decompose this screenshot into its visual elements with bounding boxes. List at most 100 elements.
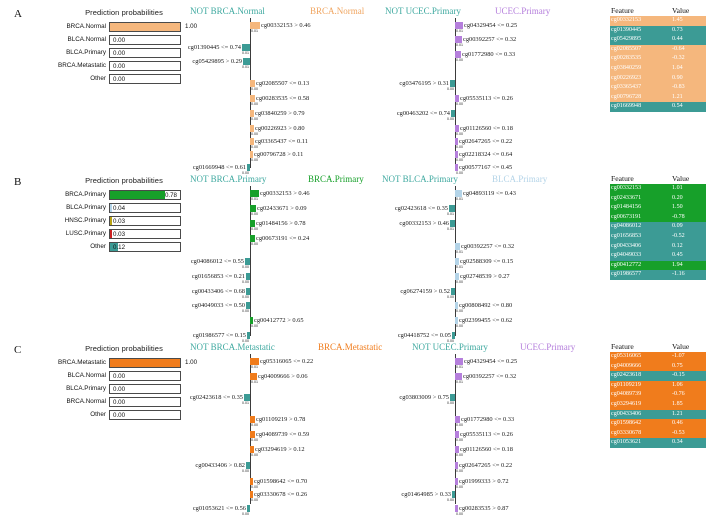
explanation-bar [455,151,458,158]
explanation-bar [250,138,254,145]
explanation-bar [455,462,458,469]
explanation-bar [246,288,250,295]
explanation-rule-label: cg00332153 > 0.46 [260,190,310,197]
explanation-weight-label: 0.00 [242,511,249,516]
explanation-bar [247,164,250,171]
explanation-weight-label: 0.00 [251,101,258,106]
explanation-bar [250,235,255,242]
class-header-label: BRCA.Metastatic [318,342,383,352]
probability-bar-fill [110,190,165,199]
explanation-weight-label: 0.00 [456,308,463,313]
probability-class-label: HNSC.Primary [64,217,106,224]
explanation-bar [245,258,250,265]
feature-name: cg01109219 [611,381,641,388]
probability-value: 0.04 [113,204,126,212]
explanation-weight-label: 0.00 [447,294,454,299]
explanation-rule-label: cg00283535 <= 0.58 [256,95,310,102]
probability-class-label: BRCA.Normal [66,398,106,405]
feature-name: cg00226923 [611,74,642,81]
probability-bar-fill [110,22,180,31]
explanation-rule-label: cg04329454 <= 0.25 [464,22,518,29]
probability-value: 0.00 [113,75,126,83]
explanation-weight-label: 0.00 [251,323,258,328]
explanation-bar [452,332,455,339]
probability-value: 0.12 [113,243,126,251]
probability-bar-fill [110,358,180,367]
feature-name: cg02423618 [611,372,642,379]
explanation-rule-label: cg02647265 <= 0.22 [459,138,513,145]
explanation-bar [250,431,255,438]
explanation-weight-label: 0.00 [456,511,463,516]
probability-class-label: Other [90,75,106,82]
explanation-bar [450,220,455,227]
feature-value: 0.90 [672,74,683,81]
probability-bar-fill [110,229,112,238]
explanation-weight-label: 0.00 [456,452,463,457]
explanation-rule-label: cg00673191 <= 0.24 [256,235,310,242]
explanation-weight-label: 0.01 [447,226,454,231]
explanation-rule-label: cg01390445 <= 0.74 [187,44,241,51]
explanation-rule-label: cg05535113 <= 0.26 [460,431,513,438]
explanation-rule-label: cg01464985 > 0.33 [401,491,451,498]
explanation-weight-label: 0.00 [456,57,463,62]
explanation-weight-label: 0.01 [251,364,258,369]
feature-name: cg04086012 [611,223,642,230]
probability-bar-fill [110,216,112,225]
explanation-rule-label: cg00433406 > 0.82 [195,462,245,469]
explanation-bar [250,190,259,197]
explanation-bar [250,125,254,132]
feature-name: cg02433671 [611,194,642,201]
explanation-bar [250,317,253,324]
explanation-rule-label: cg01598642 <= 0.70 [254,478,308,485]
class-header-label: NOT BRCA.Metastatic [190,342,275,352]
class-header-label: UCEC.Primary [495,6,551,16]
probability-class-label: BLCA.Normal [67,36,107,43]
explanation-rule-label: cg01772980 <= 0.33 [461,416,515,423]
explanation-weight-label: 0.00 [251,211,258,216]
explanation-bar [243,58,250,65]
explanation-weight-label: 0.00 [456,170,463,175]
probability-row: Other 0.00 [40,73,208,85]
probability-class-label: BRCA.Metastatic [58,359,106,366]
explanation-rule-label: cg00463202 <= 0.74 [396,110,450,117]
explanation-weight-label: 0.00 [251,241,258,246]
explanation-weight-label: 0.01 [456,264,463,269]
probability-value: 1.00 [185,23,198,30]
explanation-rule-label: cg00332153 > 0.46 [399,220,449,227]
explanation-rule-label: cg00796728 > 0.11 [254,151,304,158]
explanation-weight-label: 0.00 [242,308,249,313]
